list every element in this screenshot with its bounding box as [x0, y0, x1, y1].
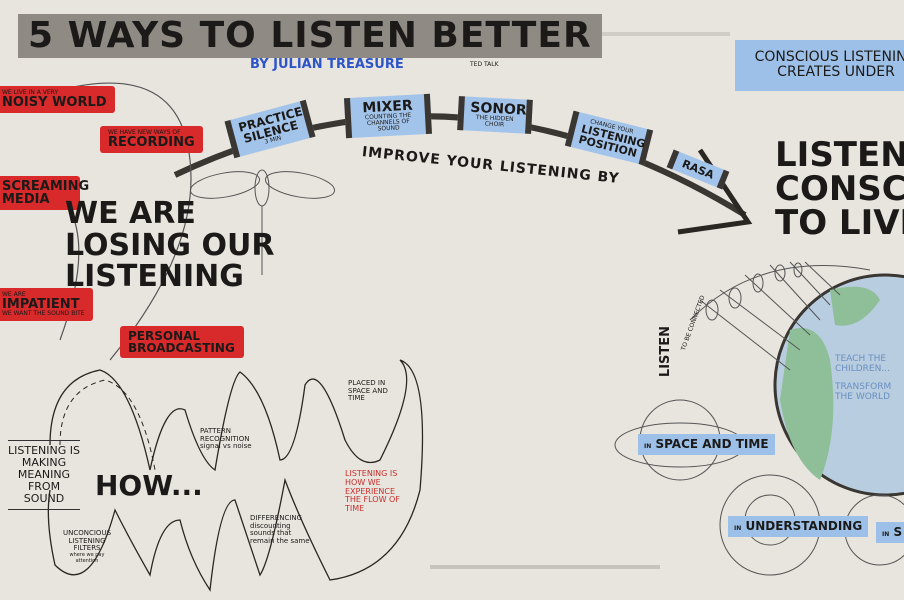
tag-text: S — [893, 525, 903, 539]
heading-line: CONSCIO — [775, 169, 904, 209]
filters-note: UNCONCIOUS LISTENING FILTERS where we pa… — [62, 529, 112, 564]
tag-text: SPACE and TIME — [655, 437, 769, 451]
tag-personal-broadcasting: PERSONAL BROADCASTING — [120, 326, 244, 358]
tag-small: WE HAVE NEW WAYS OF — [108, 129, 181, 136]
globe-line: TEACH the CHILDREN... — [835, 354, 890, 374]
tag-text: UNDERSTANDING — [745, 519, 863, 533]
tag-recording: WE HAVE NEW WAYS OF RECORDING — [100, 126, 203, 153]
tag-small: WE LIVE IN A VERY — [2, 89, 59, 96]
way-sub: COUNTING THE CHANNELS OF SOUND — [364, 111, 412, 133]
tag-pre: IN — [882, 531, 890, 538]
differencing-sub: discounting sounds that remain the same — [250, 521, 310, 546]
globe-line: TRANSFORM the WORLD — [835, 381, 892, 402]
filters-title: UNCONCIOUS LISTENING FILTERS — [62, 529, 112, 553]
differencing-title: DIFFERENCING — [250, 514, 303, 522]
tag-note: WE WANT THE SOUND BITE — [2, 310, 85, 317]
sound-wave — [47, 359, 424, 592]
tag-big: NOISY WORLD — [2, 95, 107, 110]
tag-understanding: IN UNDERSTANDING — [728, 516, 869, 537]
conscious-banner: CONSCIOUS LISTENING CREATES UNDER — [735, 40, 904, 91]
tag-big: RECORDING — [108, 135, 195, 150]
tag-big: IMPATIENT — [2, 297, 80, 312]
filters-sub: where we pay attention — [69, 552, 105, 564]
banner-line: CONSCIOUS LISTENING — [754, 49, 904, 65]
banner-line: CREATES UNDER — [777, 64, 895, 81]
listen-consciously-heading: LISTEN CONSCIO TO LIVE — [775, 138, 904, 240]
tag-small: WE ARE — [2, 291, 26, 298]
pattern-recognition: PATTERN RECOGNITION signal vs noise — [200, 427, 260, 451]
differencing-note: DIFFERENCING discounting sounds that rem… — [250, 514, 315, 546]
listen-label: LISTEN — [658, 325, 674, 378]
title-author: BY JULIAN TREASURE — [250, 57, 404, 72]
losing-listening-heading: WE ARE LOSING OUR LISTENING — [65, 196, 275, 294]
tag-screaming-media: SCREAMING MEDIA — [0, 176, 89, 210]
globe-text: TEACH the CHILDREN... TRANSFORM the WORL… — [835, 354, 904, 403]
listening-definition: LISTENING IS MAKING MEANING from SOUND — [8, 440, 80, 511]
pattern-sub: signal vs noise — [200, 442, 252, 451]
title-source: TED TALK — [470, 61, 499, 68]
how-heading: HOW... — [95, 469, 203, 502]
tag-third: IN S — [876, 522, 904, 543]
tag-pre: IN — [644, 443, 652, 450]
tag-impatient: WE ARE IMPATIENT WE WANT THE SOUND BITE — [0, 288, 93, 321]
flow-of-time-note: LISTENING IS HOW WE EXPERIENCE the FLOW … — [345, 469, 400, 514]
tag-space-time: IN SPACE and TIME — [638, 434, 775, 455]
pattern-title: PATTERN RECOGNITION — [200, 427, 250, 443]
page-title: 5 WAYS TO LISTEN BETTER — [18, 14, 602, 58]
heading-line: LISTEN — [775, 135, 904, 175]
way-sub: THE HIDDEN CHOIR — [475, 114, 514, 129]
tag-noisy-world: WE LIVE IN A VERY NOISY WORLD — [0, 86, 115, 113]
placed-note: PLACED IN SPACE AND TIME — [348, 379, 388, 403]
heading-line: TO LIVE — [775, 203, 904, 243]
tag-pre: IN — [734, 525, 742, 532]
